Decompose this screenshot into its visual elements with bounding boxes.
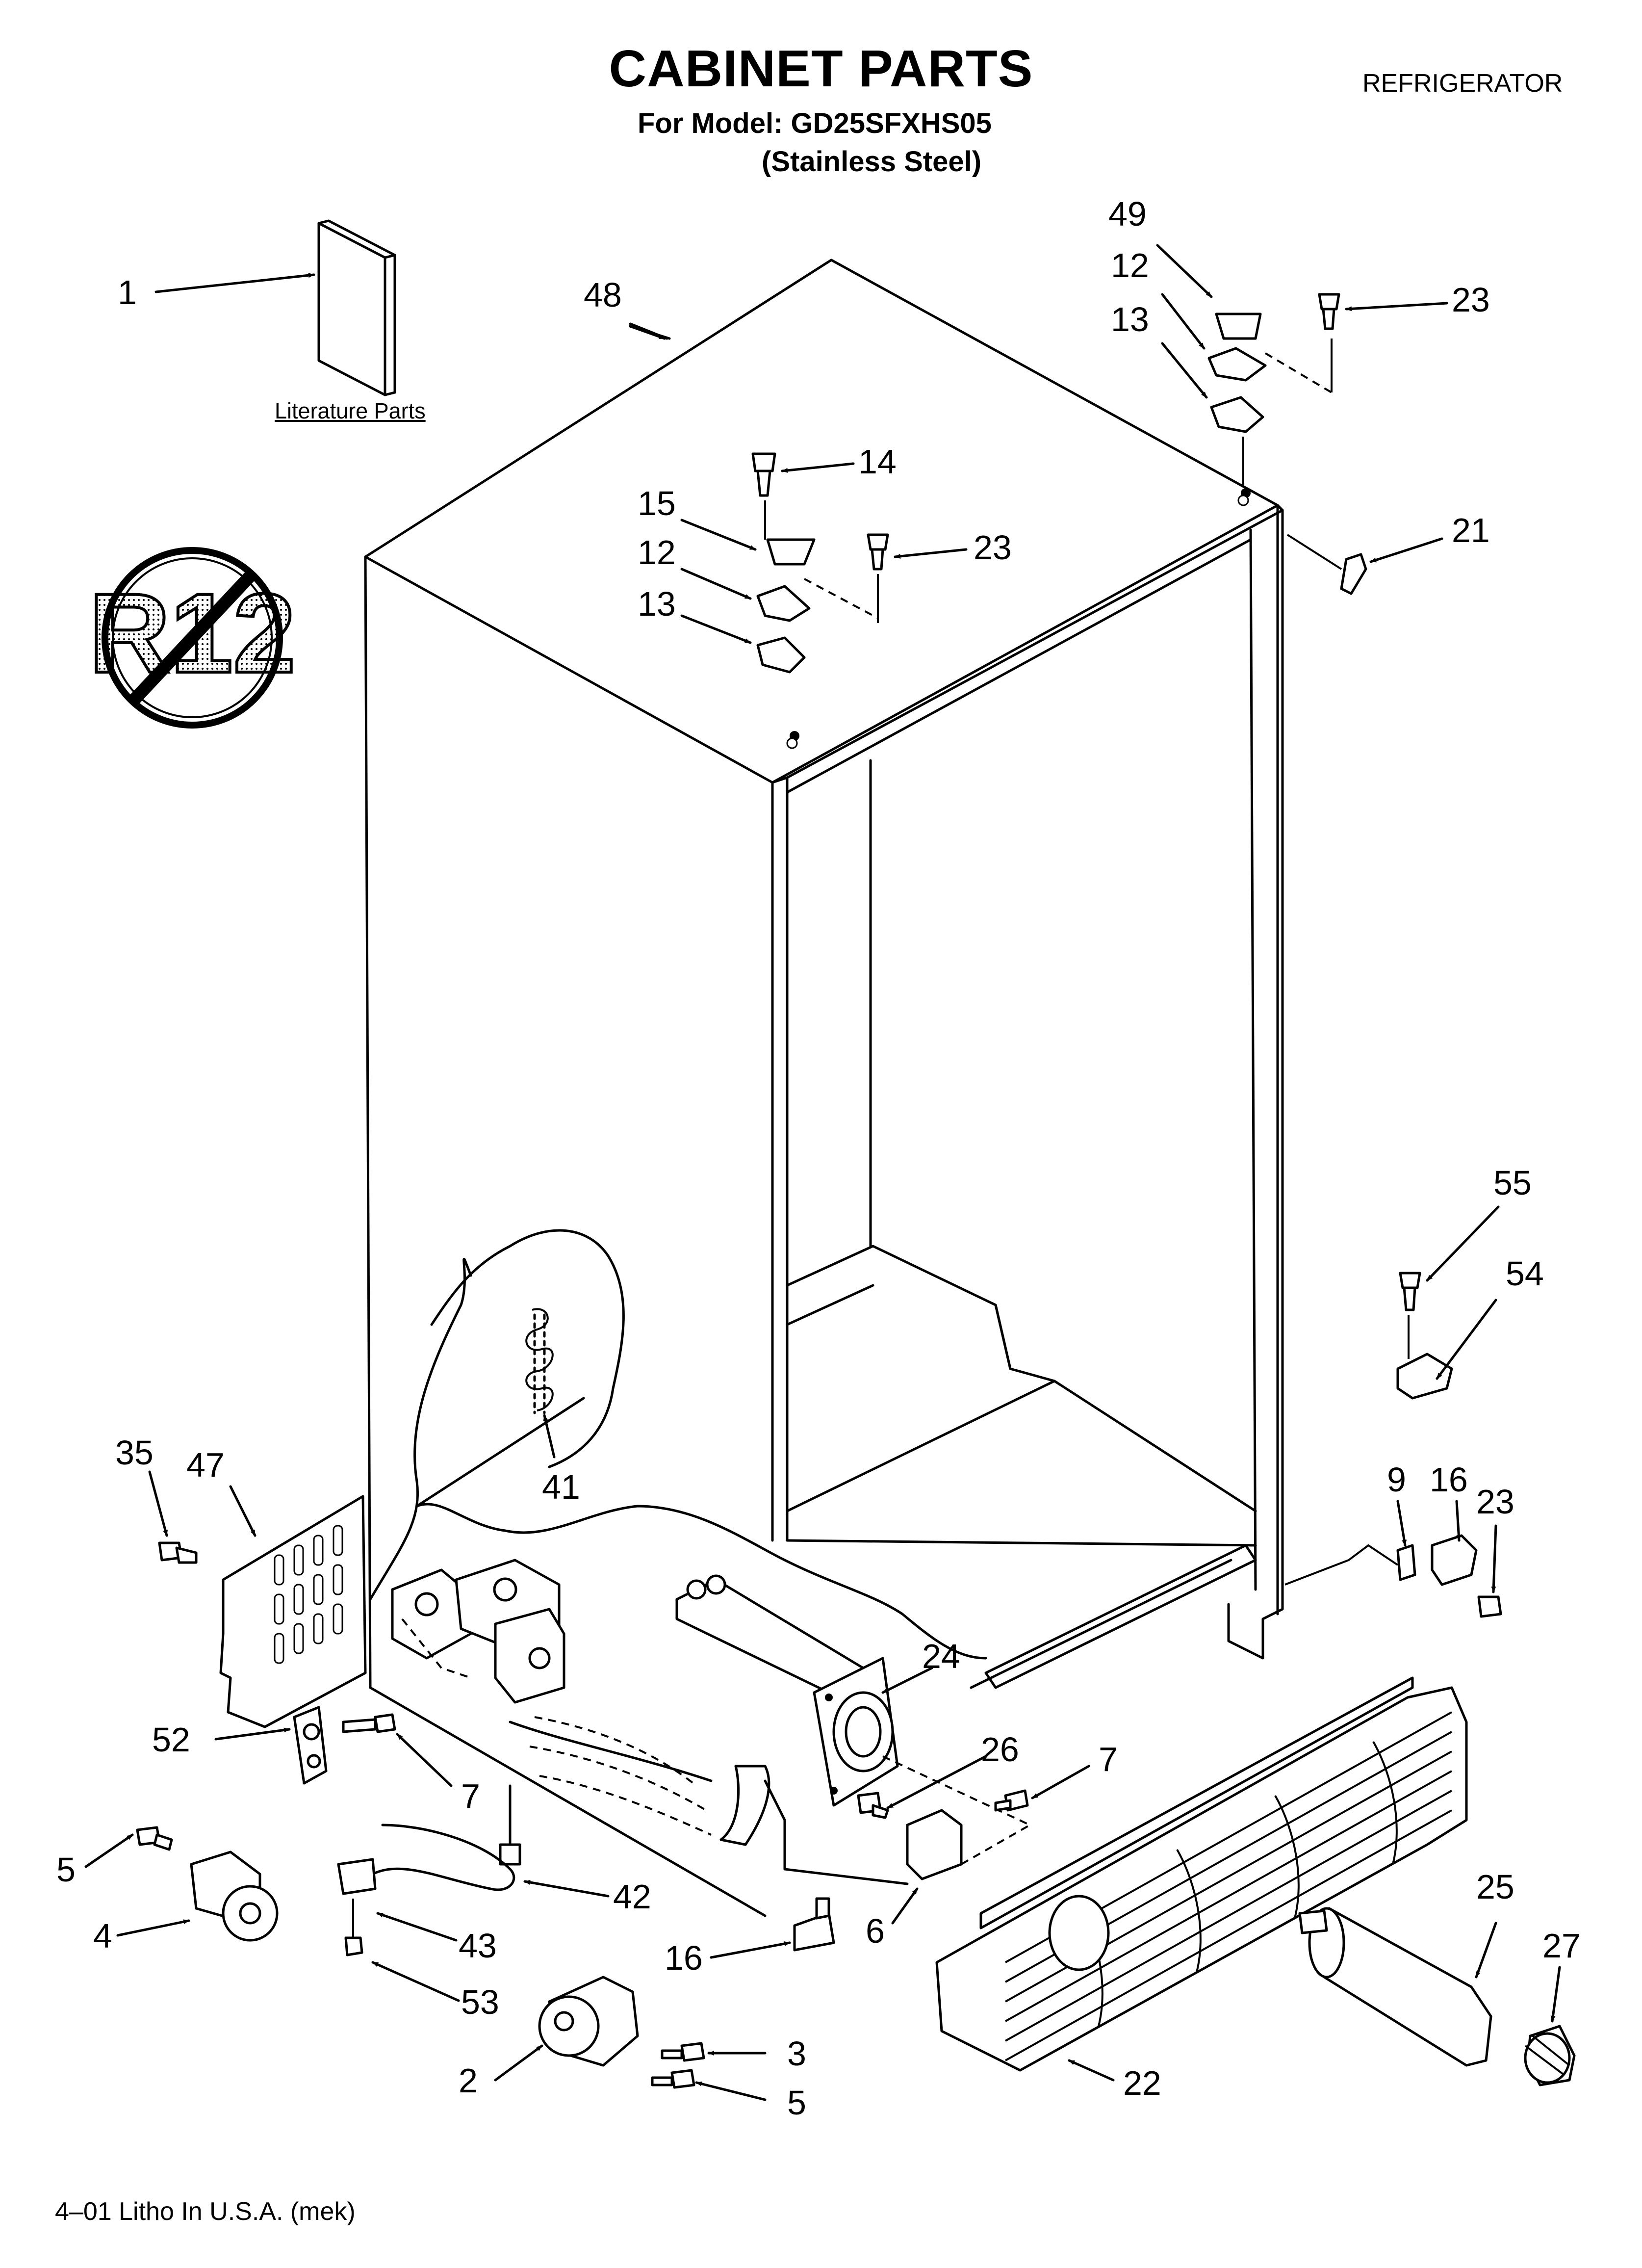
literature-parts-label: Literature Parts	[275, 398, 426, 423]
callout-1: 1	[118, 273, 137, 312]
callout-54: 54	[1506, 1254, 1544, 1293]
callout-24: 24	[922, 1637, 960, 1675]
lower-right-hinge-drawing	[1284, 1272, 1502, 1618]
literature-book-drawing	[317, 219, 396, 396]
right-hinge-drawing	[1207, 293, 1340, 506]
print-footer: 4–01 Litho In U.S.A. (mek)	[55, 2197, 356, 2226]
model-number: For Model: GD25SFXHS05	[638, 107, 992, 139]
callout-53: 53	[461, 1983, 499, 2021]
callout-52: 52	[152, 1721, 190, 1759]
callout-35: 35	[115, 1434, 154, 1472]
callout-23-right-hinge: 23	[1452, 281, 1490, 319]
leader-lines	[84, 244, 1561, 2101]
callout-47: 47	[186, 1446, 225, 1484]
callout-41: 41	[542, 1468, 580, 1506]
callout-5-lower: 5	[787, 2084, 806, 2122]
base-grille-drawing	[935, 1676, 1468, 2072]
callout-13-right-hinge: 13	[1111, 300, 1149, 339]
callout-7-right: 7	[1099, 1740, 1118, 1778]
callout-2: 2	[459, 2061, 478, 2100]
cabinet-body-drawing	[364, 259, 1284, 1917]
callout-12-right-hinge: 12	[1111, 246, 1149, 285]
center-hinge-drawing	[751, 452, 889, 749]
callout-27: 27	[1542, 1927, 1581, 1965]
callout-23-center-hinge: 23	[974, 528, 1012, 567]
callout-16-lower: 16	[665, 1939, 703, 1977]
no-r12-symbol: R12	[87, 547, 297, 729]
callout-5-left: 5	[56, 1851, 76, 1889]
callout-23-lower-right: 23	[1476, 1483, 1514, 1521]
callout-14: 14	[858, 443, 897, 481]
callout-48: 48	[584, 276, 622, 314]
callout-21: 21	[1452, 511, 1490, 549]
compressor-relay-drawing	[391, 1559, 565, 1704]
lower-left-parts-drawing	[136, 1706, 835, 2089]
appliance-category: REFRIGERATOR	[1362, 69, 1563, 98]
callout-9: 9	[1387, 1460, 1406, 1499]
model-finish: (Stainless Steel)	[762, 146, 982, 178]
callout-12-center-hinge: 12	[638, 533, 676, 572]
callout-55: 55	[1493, 1164, 1532, 1202]
callout-22: 22	[1123, 2064, 1161, 2102]
callout-numbers: 1 48 49 12 13 23 14 15 12 13 23 21 55 54…	[56, 195, 1581, 2122]
tube-21-drawing	[1286, 534, 1367, 595]
callout-4: 4	[93, 1917, 112, 1955]
callout-6: 6	[866, 1912, 885, 1950]
callout-13-center-hinge: 13	[638, 585, 676, 623]
page-title: CABINET PARTS	[609, 40, 1033, 98]
callout-49: 49	[1108, 195, 1147, 233]
callout-26: 26	[981, 1730, 1019, 1769]
drain-spring-drawing	[525, 1308, 554, 1414]
callout-25: 25	[1476, 1868, 1514, 1906]
filter-housing-drawing	[675, 1574, 1032, 1880]
filter-cartridge-drawing	[1298, 1907, 1576, 2086]
callout-7-left: 7	[461, 1777, 480, 1815]
callout-16-right: 16	[1430, 1460, 1468, 1499]
callout-3: 3	[787, 2034, 806, 2073]
callout-42: 42	[613, 1877, 651, 1916]
callout-15: 15	[638, 484, 676, 522]
callout-43: 43	[459, 1927, 497, 1965]
back-panel-drawing	[158, 1495, 367, 1728]
